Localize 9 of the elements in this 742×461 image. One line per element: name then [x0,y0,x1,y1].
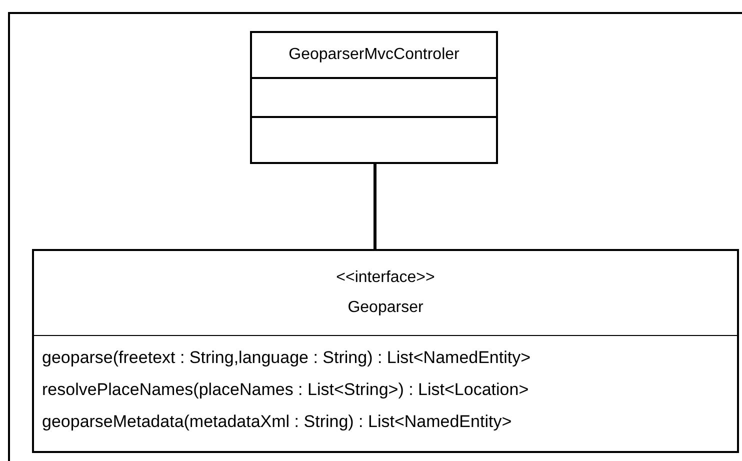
method-signature: geoparse(freetext : String,language : String) : List<NamedEntity> [42,347,532,369]
method-signature: resolvePlaceNames(placeNames : List<String>) : List<Location> [42,379,530,401]
association-line [374,164,376,249]
interface-box [32,249,739,453]
class-name: GeoparserMvcControler [288,45,460,65]
interface-name: Geoparser [348,298,424,318]
method-signature: geoparseMetadata(metadataXml : String) : List<NamedEntity> [42,411,513,433]
stereotype: <<interface>> [336,268,435,288]
class-box [250,31,498,164]
